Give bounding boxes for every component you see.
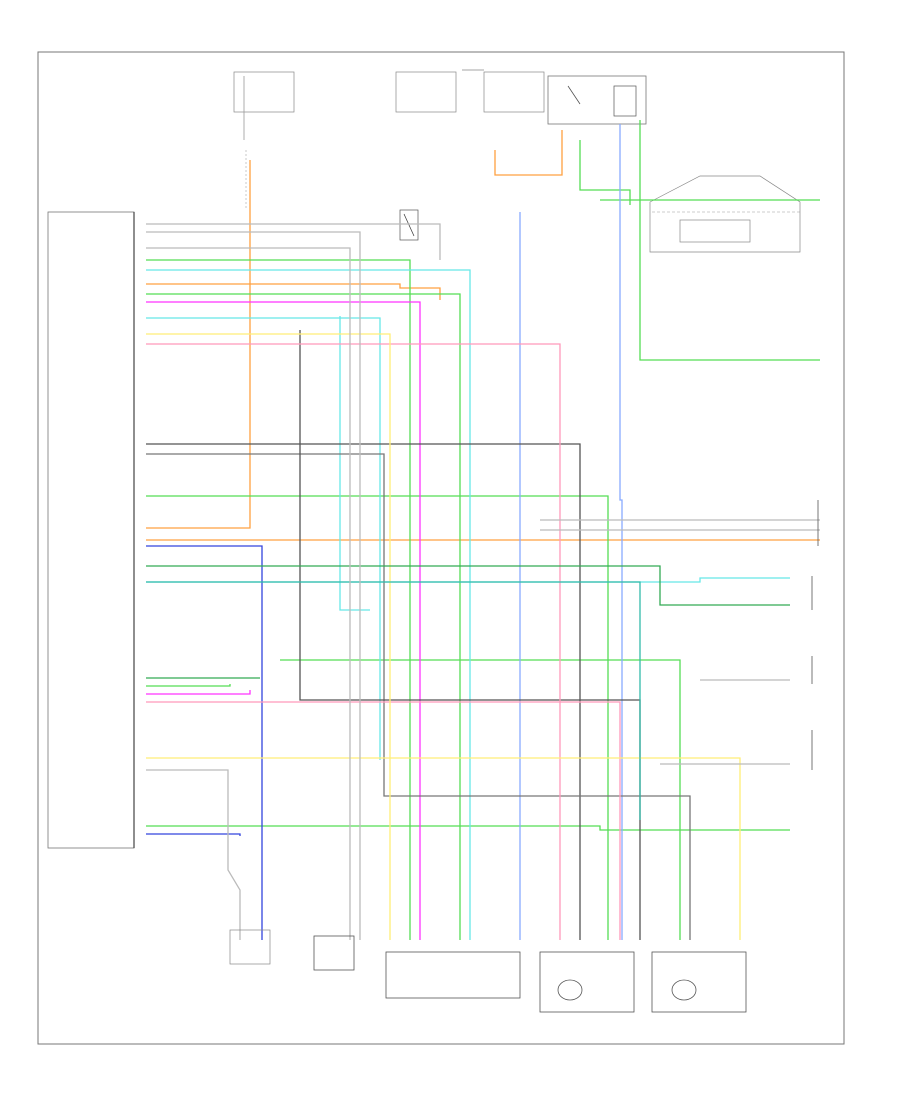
bottom-connector-2 [313,935,355,971]
bottom-connector-5 [651,951,747,1013]
bottom-connector-3 [385,951,521,999]
relay-box [547,75,647,125]
right-connectors [811,500,819,770]
bottom-connector-1 [229,929,271,965]
fuse-block-center [395,69,545,113]
ac-pressure-switch [399,209,419,241]
fuse-block-left [233,71,295,210]
bottom-connector-4 [539,951,635,1013]
pcm-module [47,211,135,849]
diagram-frame [37,51,845,1045]
ac-compressor-clutch [649,175,801,253]
wire-harness [146,120,820,940]
